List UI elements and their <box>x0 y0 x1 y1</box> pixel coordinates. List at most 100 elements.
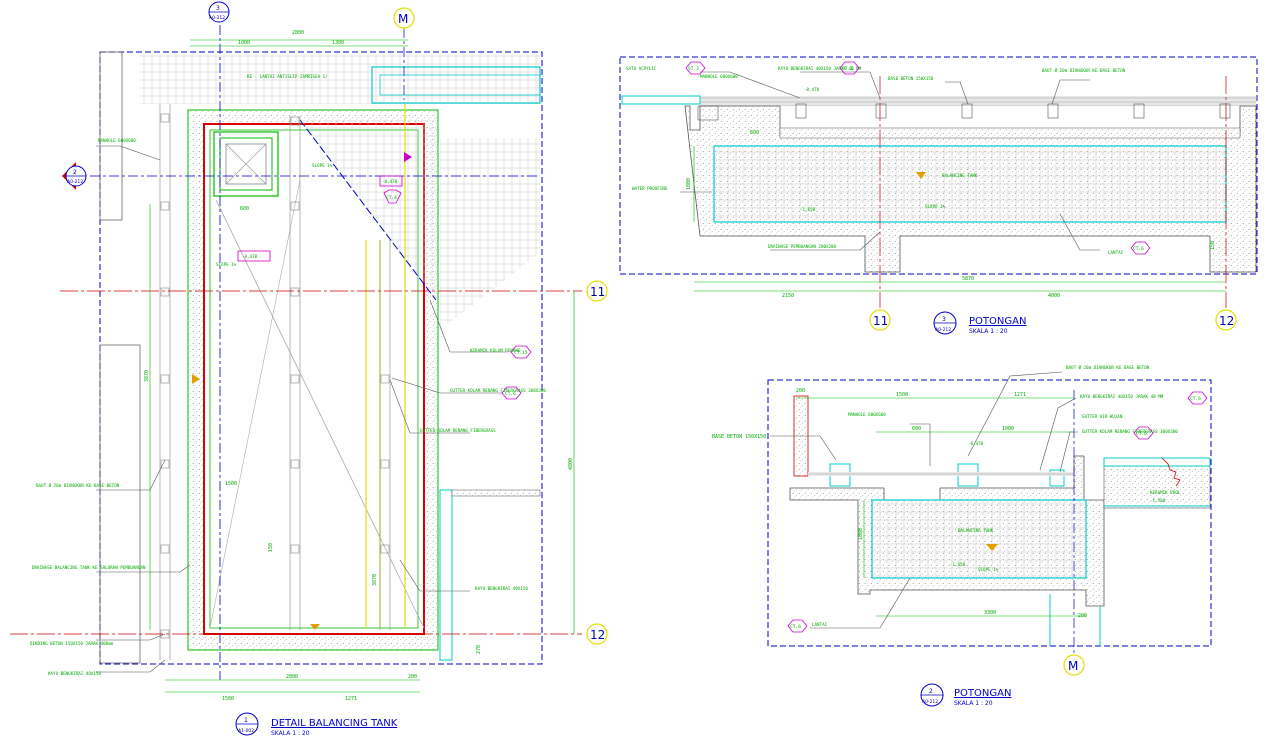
plan-right-step <box>451 489 541 497</box>
plan-tag-b-hex <box>510 345 532 359</box>
sec3-slope: SLOPE 1% <box>925 204 946 209</box>
sec2-level-bottom: -1,650 <box>950 562 966 567</box>
sec3-base-beton: BASE BETON 150X150 <box>888 76 934 81</box>
sec3-drainase: DRAINASE PEMBUANGAN 200X200 <box>768 244 837 249</box>
sec3-baut: BAUT Ø 20m DIANGKUR KE BASE BETON <box>1042 68 1126 73</box>
plan-texts: 2800 1000 1300 1500 1271 2800 200 4800 3… <box>30 30 574 702</box>
plan-tags: CT.4 CT.15 CT.6 <box>383 189 532 400</box>
plan-left-strip-lower <box>99 344 141 664</box>
plan-level-marker-3 <box>310 624 320 630</box>
sec2-tag-a-hex <box>1187 391 1208 405</box>
sec3-tag-c-hex <box>1130 241 1151 255</box>
section-markers: 3 A0-212 2 A0-212 <box>62 1 230 190</box>
bubble-12-plan <box>586 623 608 645</box>
plan-dim-top-left: 1000 <box>238 40 250 46</box>
plan-tag-a: CT.4 <box>386 195 397 201</box>
sec3-balancing-tank: BALANCING TANK <box>942 173 978 178</box>
plan-diag-line-1 <box>215 199 425 629</box>
plan-dim-top-total: 2800 <box>292 30 304 36</box>
plan-bubbles: M 11 12 <box>393 7 608 645</box>
plan-diag-line-2 <box>209 179 301 629</box>
sec3-level-marker <box>916 172 926 179</box>
bubble-12-section-label: 12 <box>1219 314 1234 328</box>
sec3-tank-void <box>714 146 1226 222</box>
sec2-kolam: KERAMIK POOL <box>1150 490 1181 495</box>
plan-keramik-note: KE : LANTAI ANTISLIP ZAMRISEA 1/ <box>247 74 328 79</box>
sec3-leaders <box>680 71 1100 251</box>
sec2-gutter-air: GUTTER AIR HUJAN <box>1082 414 1123 419</box>
bubble-12-section <box>1215 309 1237 331</box>
plan-post-column-left <box>159 104 171 660</box>
plan-tag-c: CT.6 <box>505 391 516 397</box>
sec2-tag-a: CT.6 <box>1190 396 1201 402</box>
plan-level-marker-2 <box>192 374 200 384</box>
plan-title-block: 1 A1-002 DETAIL BALANCING TANK SKALA 1 :… <box>235 712 398 737</box>
sec2-baut: BAUT Ø 20m DIANGKUR KE BASE BETON <box>1066 365 1150 370</box>
sec3-level-top: -0,470 <box>804 87 820 92</box>
sec3-satu-acrylic: SATU ACRYLIC <box>626 66 657 71</box>
sec3-pool-edge <box>621 95 701 105</box>
sec2-pool-wave <box>1161 457 1181 487</box>
bubble-11-plan <box>586 280 608 302</box>
sec2-dim-3300: 3300 <box>984 610 996 616</box>
plan-dim-600: 600 <box>240 206 249 212</box>
sec3-title-sheet: A0-212 <box>935 327 951 333</box>
plan-title: DETAIL BALANCING TANK <box>271 718 398 729</box>
sec3-tag-a: ST.3 <box>688 66 699 72</box>
plan-dinding-note: DINDING BETON 150X150 JARAK 400mm <box>30 641 114 646</box>
plan-gutter-atas: GUTTER KOLAM RENANG FIBERGRASS 300X300 <box>450 388 546 393</box>
plan-right-cyan-channel <box>439 489 453 661</box>
plan-right-tiles <box>440 138 540 253</box>
sec2-base-beton: BASE BETON 150X150 <box>712 434 766 440</box>
sec2-pool-water <box>1103 457 1211 467</box>
plan-slope-mid: SLOPE 1% <box>216 262 237 267</box>
sec2-level-pool: -1,500 <box>1150 498 1166 503</box>
manhole-diag-b <box>225 143 267 185</box>
sec2-gutter-kolam: GUTTER KOLAM RENANG FIBERGRASS 300X300 <box>1082 429 1178 434</box>
section-marker-top-num: 3 <box>216 5 220 12</box>
plan-post-column-mid <box>289 116 301 630</box>
plan-gutter-bawah: GUTTER KOLAM RENANG FIBERGRASS <box>420 428 496 433</box>
plan-dim-3870-inner: 3870 <box>372 574 378 586</box>
sec3-dim-150: 150 <box>1210 241 1216 250</box>
bubble-m-bottom-label: M <box>1068 659 1078 673</box>
section2-title-block: 2 A0-212 POTONGAN SKALA 1 : 20 <box>920 683 1011 707</box>
section2-view <box>767 371 1212 654</box>
section3-view <box>619 56 1258 308</box>
sec2-boundary <box>767 379 1212 647</box>
sec3-dim-left: 2150 <box>782 293 794 299</box>
sec2-level-marker <box>986 544 998 551</box>
sec3-lantai: LANTAI <box>1108 250 1124 255</box>
sec3-tag-a-hex <box>685 61 706 75</box>
plan-dim-right-total: 4800 <box>568 458 574 470</box>
sec2-leaders <box>770 371 1078 629</box>
sec3-dim-600: 600 <box>750 130 759 136</box>
plan-tag-a-hex <box>383 189 402 204</box>
plan-right-tile-wedge <box>440 253 540 330</box>
sec2-manhole: MANHOLE 600X600 <box>848 412 886 417</box>
plan-level-marker-1 <box>404 152 412 162</box>
plan-dim-150: 150 <box>268 543 274 552</box>
sec2-title-sheet: A0-212 <box>922 699 938 705</box>
sec2-kayu: KAYU BENGKIRAI 40X150 JARAK 40 MM <box>1080 394 1164 399</box>
sec2-dim-200b: 200 <box>1078 613 1087 619</box>
section-marker-left-num: 2 <box>73 169 77 176</box>
bubble-11-section <box>869 309 891 331</box>
plan-dim-bottom-small: 200 <box>408 674 417 680</box>
section2-bubbles: M <box>1063 654 1085 676</box>
bubble-m-bottom <box>1063 654 1085 676</box>
sec3-tag-c: CT.6 <box>1133 246 1144 252</box>
plan-level-box <box>237 250 271 262</box>
section-marker-top-sheet: A0-212 <box>209 15 225 21</box>
sec3-kayu-header: KAYU BENGKIRAI 40X150 JARAK 40 MM <box>778 66 862 71</box>
sec2-tag-c-hex <box>787 619 808 633</box>
section3-title-block: 3 A0-212 POTONGAN SKALA 1 : 20 <box>933 311 1026 335</box>
plan-dim-right-small: 270 <box>476 645 482 654</box>
sec2-slope: SLOPE 1% <box>978 567 999 572</box>
manhole-inner <box>225 143 267 185</box>
section3-bubbles: 11 12 <box>869 309 1237 331</box>
manhole-outer <box>213 131 279 197</box>
plan-manhole-note: MANHOLE 600X600 <box>98 138 136 143</box>
plan-leaders <box>96 145 508 673</box>
